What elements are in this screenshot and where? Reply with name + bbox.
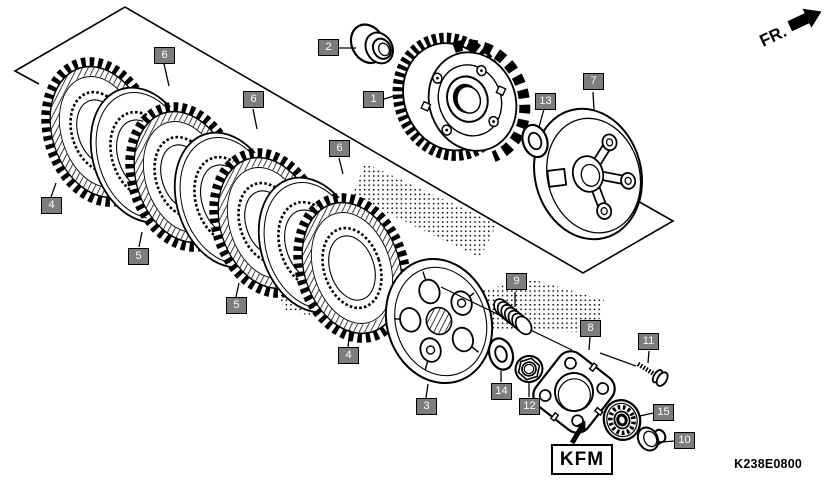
callout-11[interactable]: 11 <box>638 333 659 350</box>
kfm-stamp-box: KFM <box>551 444 613 475</box>
friction-disc-4 <box>293 193 411 343</box>
bolt-axis-line <box>599 352 637 367</box>
assembly-plane-outline <box>13 6 675 274</box>
callout-3[interactable]: 3 <box>416 398 437 415</box>
pressure-plate-part <box>384 257 494 385</box>
callout-5b[interactable]: 5 <box>226 297 247 314</box>
washer-13-part <box>521 123 549 159</box>
fr-direction-arrow-icon <box>787 8 822 32</box>
clutch-outer-part <box>392 32 531 162</box>
kfm-pointer-arrow-icon <box>569 420 586 445</box>
bearing-part <box>602 399 642 441</box>
callout-4a[interactable]: 4 <box>41 197 62 214</box>
callout-6b[interactable]: 6 <box>243 91 264 108</box>
callout-6a[interactable]: 6 <box>154 47 175 64</box>
lifter-piece-part <box>636 426 667 452</box>
callout-8[interactable]: 8 <box>580 320 601 337</box>
flange-plate-part <box>532 350 616 434</box>
callout-14[interactable]: 14 <box>491 383 512 400</box>
callout-1[interactable]: 1 <box>363 91 384 108</box>
washer-14-part <box>487 337 515 371</box>
callout-4b[interactable]: 4 <box>338 347 359 364</box>
bolt-part <box>636 362 669 387</box>
callout-10[interactable]: 10 <box>674 432 695 449</box>
diagram-part-code: K238E0800 <box>734 457 802 471</box>
spring-part <box>493 298 533 336</box>
callout-13[interactable]: 13 <box>535 93 556 110</box>
callout-12[interactable]: 12 <box>519 398 540 415</box>
callout-2[interactable]: 2 <box>318 39 339 56</box>
callout-6c[interactable]: 6 <box>329 140 350 157</box>
lifter-plate-part <box>533 107 643 241</box>
callout-15[interactable]: 15 <box>653 404 674 421</box>
lock-nut-part <box>514 354 544 384</box>
callout-9[interactable]: 9 <box>506 273 527 290</box>
bushing-part <box>349 23 394 65</box>
callout-5a[interactable]: 5 <box>128 248 149 265</box>
callout-7[interactable]: 7 <box>583 73 604 90</box>
callout-leaders <box>50 47 676 443</box>
